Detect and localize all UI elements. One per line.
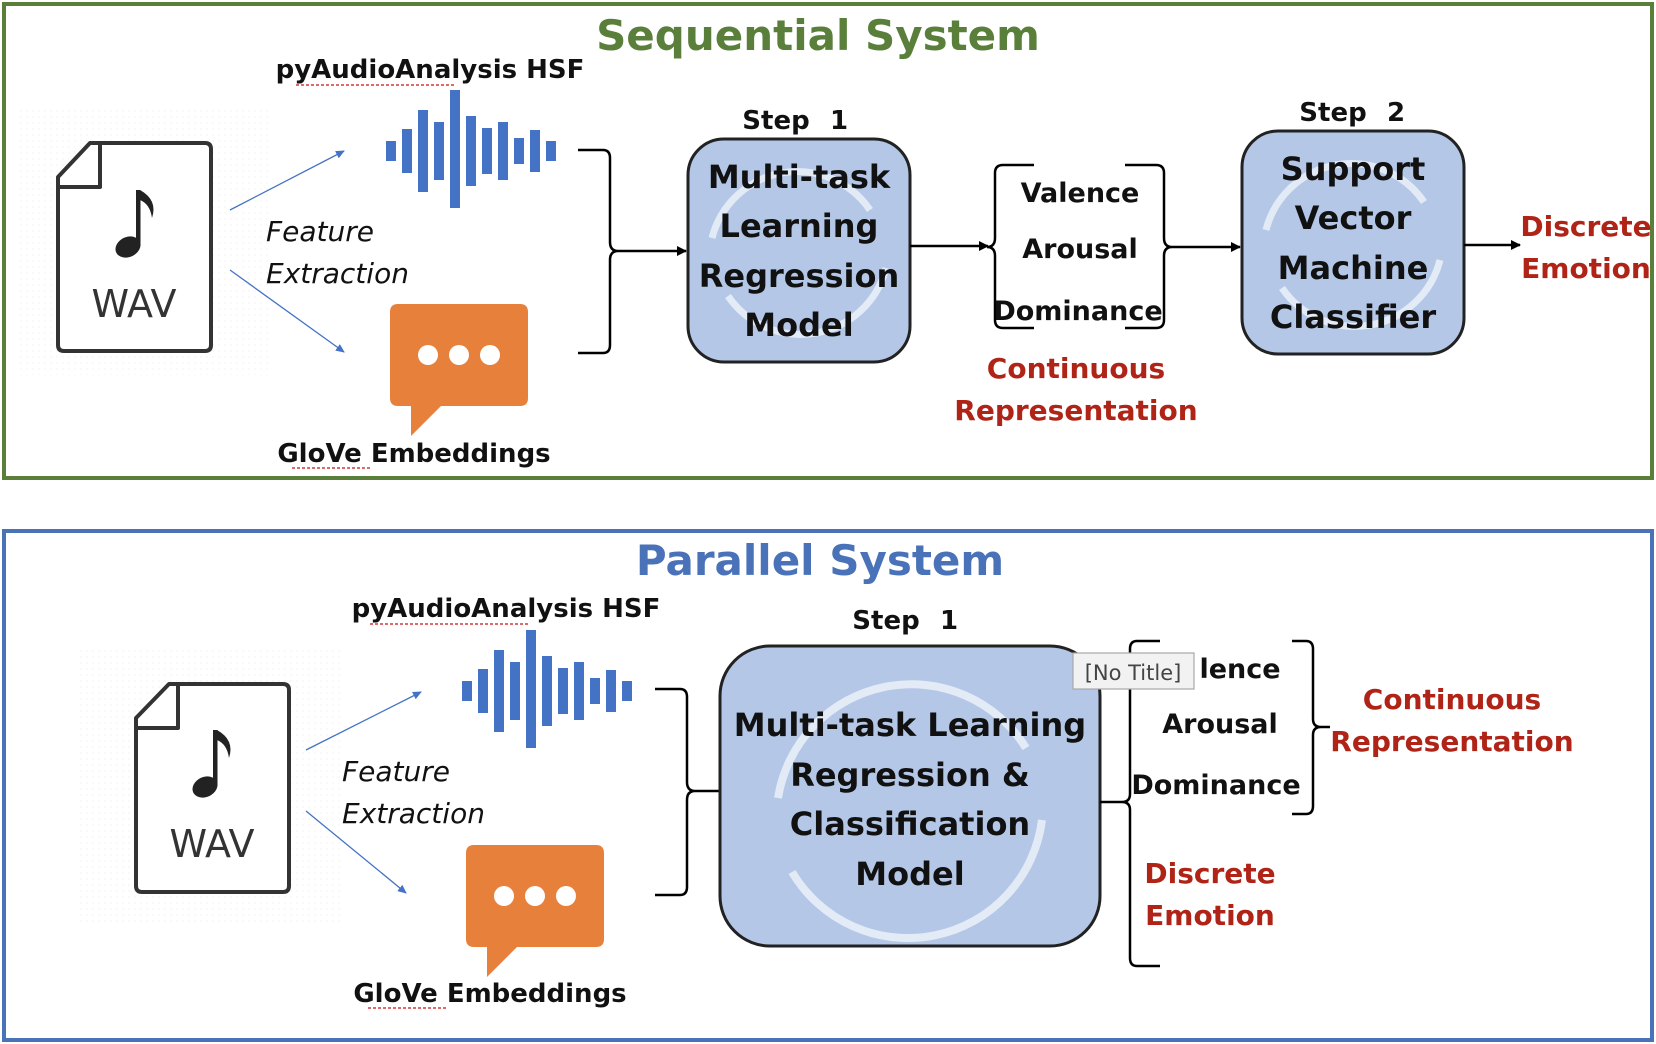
discrete-emotion-label-2: Emotion — [1145, 899, 1275, 932]
svm-classifier-box: Support Vector Machine Classifier — [1240, 129, 1466, 356]
step1-label: Step — [852, 606, 919, 636]
model2-line-3: Machine — [1278, 249, 1429, 287]
wav-label: WAV — [169, 822, 254, 866]
model-line-3: Classification — [790, 805, 1030, 843]
feature-merge-brace — [655, 687, 696, 897]
audio-feature-label: pyAudioAnalysis HSF — [352, 594, 661, 624]
feature-merge-brace — [578, 148, 619, 355]
model1-line-1: Multi-task — [708, 158, 891, 196]
feature-extraction-label: Feature — [342, 755, 450, 788]
model2-line-4: Classifier — [1270, 298, 1437, 336]
to-audio-arrow — [229, 150, 345, 211]
text-feature-label: GloVe Embeddings — [277, 439, 550, 469]
dominance-label: Dominance — [993, 296, 1162, 327]
model2-line-1: Support — [1281, 150, 1426, 188]
dominance-label: Dominance — [1131, 770, 1300, 801]
model-line-1: Multi-task Learning — [734, 706, 1086, 744]
model1-line-2: Learning — [720, 207, 879, 245]
circular-arrows-icon — [1262, 160, 1444, 330]
continuous-representation-label-2: Representation — [1330, 725, 1573, 758]
to-text-arrow — [229, 269, 345, 353]
feature-extraction-label-2: Extraction — [266, 257, 409, 290]
step1-number: 1 — [830, 106, 848, 136]
discrete-emotion-label-2: Emotion — [1521, 252, 1651, 285]
continuous-representation-label-2: Representation — [954, 394, 1197, 427]
audio-waveform-icon — [386, 90, 556, 208]
chat-bubble-icon — [466, 845, 604, 977]
feature-extraction-label: Feature — [266, 215, 374, 248]
continuous-representation-label: Continuous — [1363, 683, 1541, 716]
parallel-system-panel: Parallel System WAV Feature Extraction p… — [2, 529, 1654, 1042]
model-line-4: Model — [855, 855, 964, 893]
valence-label: Valence — [1021, 178, 1140, 209]
parallel-frame — [2, 529, 1654, 1042]
model2-line-2: Vector — [1295, 199, 1412, 237]
discrete-emotion-label: Discrete — [1520, 210, 1651, 243]
audio-feature-label: pyAudioAnalysis HSF — [276, 55, 585, 85]
discrete-emotion-label: Discrete — [1144, 857, 1275, 890]
arousal-label: Arousal — [1022, 234, 1138, 265]
multitask-model-box: Multi-task Learning Regression & Classif… — [718, 644, 1102, 948]
wav-file-icon: WAV — [80, 650, 342, 925]
to-audio-arrow — [305, 691, 422, 751]
step1-number: 1 — [940, 606, 958, 636]
sequential-title: Sequential System — [596, 11, 1040, 60]
wav-label: WAV — [91, 282, 176, 326]
model-line-2: Regression & — [790, 756, 1030, 794]
music-note-icon — [115, 190, 154, 258]
model1-line-4: Model — [744, 306, 853, 344]
regression-model-box: Multi-task Learning Regression Model — [686, 137, 912, 364]
arousal-label: Arousal — [1162, 709, 1278, 740]
sequential-system-panel: Sequential System WAV Feature Extraction… — [2, 2, 1654, 480]
valence-label: lence — [1199, 654, 1280, 685]
sequential-frame — [2, 2, 1654, 480]
continuous-representation-label: Continuous — [987, 352, 1165, 385]
model1-line-3: Regression — [699, 257, 900, 295]
audio-waveform-icon — [462, 630, 632, 748]
no-title-tooltip: [No Title] — [1072, 652, 1195, 690]
circular-arrows-icon — [774, 680, 1046, 943]
circular-arrows-icon — [708, 168, 890, 338]
parallel-title: Parallel System — [636, 536, 1004, 585]
to-text-arrow — [305, 810, 407, 894]
step2-label: Step — [1299, 98, 1366, 128]
chat-bubble-icon — [390, 304, 528, 436]
feature-extraction-label-2: Extraction — [342, 797, 485, 830]
step2-number: 2 — [1387, 98, 1405, 128]
music-note-icon — [192, 730, 231, 798]
step1-label: Step — [742, 106, 809, 136]
tooltip-text: [No Title] — [1085, 661, 1182, 685]
vad-left-brace — [986, 163, 1034, 330]
text-feature-label: GloVe Embeddings — [353, 979, 626, 1009]
wav-file-icon: WAV — [18, 110, 268, 375]
